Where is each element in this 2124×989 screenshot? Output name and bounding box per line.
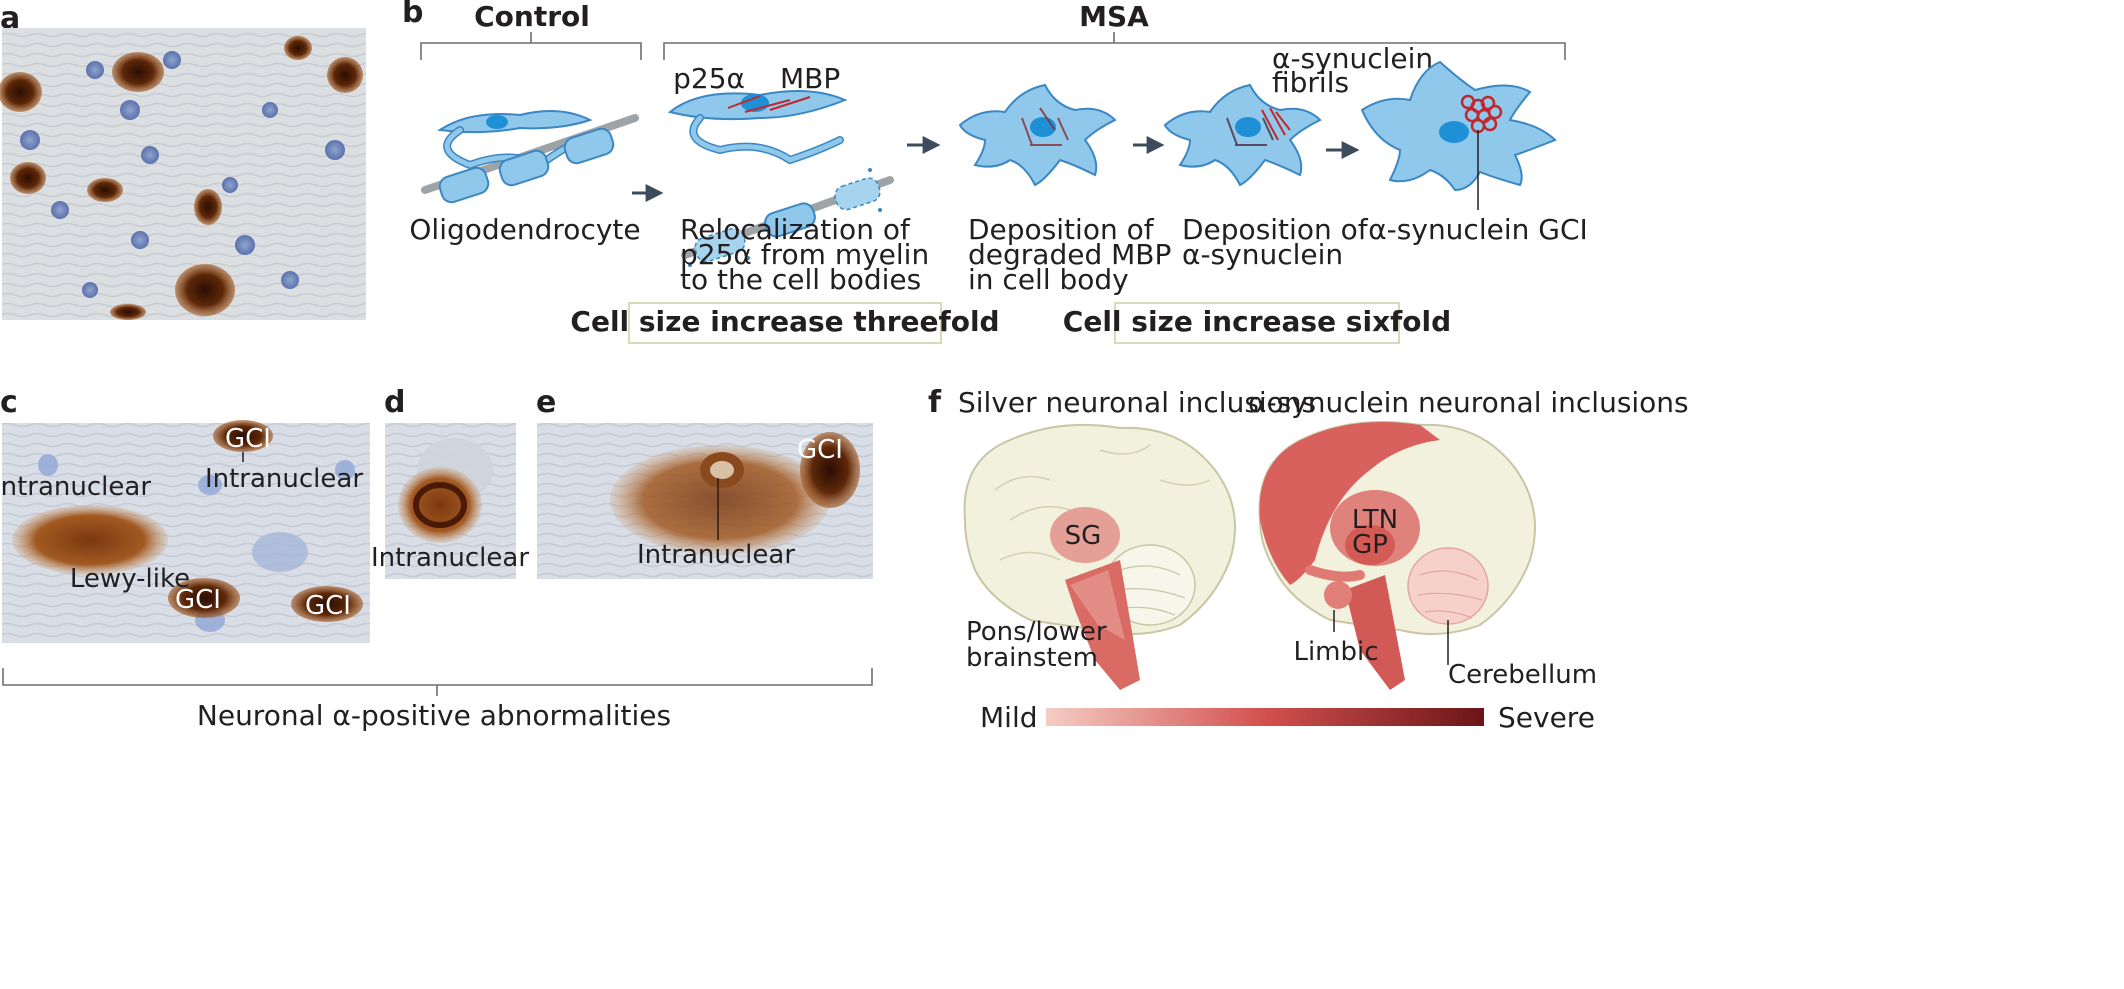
gci-illustration [1360,60,1557,210]
caption-relocalization-3: to the cell bodies [680,263,921,296]
label-c-gci-right: GCI [305,591,351,621]
msa-bracket [663,32,1566,60]
silver-title: Silver neuronal inclusions [958,386,1316,419]
threefold-box: Cell size increase threefold [570,302,1000,344]
panel-c: c GCI Intranuclear Intranuclear Lewy-lik… [0,385,370,643]
panel-e-letter: e [536,385,556,420]
panel-a-letter: a [0,1,20,36]
label-fibrils-1: α-synuclein [1272,42,1433,75]
panel-e-micrograph [537,423,873,579]
brain-silver [963,423,1236,690]
deposition-mbp-illustration [958,83,1117,187]
caption-deposition-syn-1: Deposition of [1182,213,1369,246]
panel-a: a [0,1,366,320]
deposition-syn-illustration [1163,83,1322,187]
legend-mild: Mild [980,701,1038,734]
panel-f: f Silver neuronal inclusions α-synuclein… [928,385,1689,734]
caption-deposition-mbp-1: Deposition of [968,213,1155,246]
label-ltn: LTN [1352,505,1398,535]
msa-heading: MSA [1079,0,1149,33]
relocalization-illustration [667,90,894,267]
panel-b-letter: b [402,0,423,30]
label-c-lewy-like: Lewy-like [70,564,190,594]
oligodendrocyte-illustration [421,110,639,204]
label-gp: GP [1352,530,1388,560]
panel-b: b Control MSA Oligodendrocyte [402,0,1588,344]
label-e-gci: GCI [797,435,843,465]
label-d-intranuclear: Intranuclear [371,543,529,573]
panel-d: d Intranuclear [371,385,529,579]
cde-bracket [2,668,873,696]
caption-deposition-mbp-2: degraded MBP [968,238,1171,271]
caption-deposition-mbp-3: in cell body [968,263,1129,296]
legend-severe: Severe [1498,701,1595,734]
severity-scale-bar [1046,708,1484,726]
label-c-intranuclear-right: Intranuclear [205,464,363,494]
severity-legend: Mild Severe [980,701,1595,734]
control-heading: Control [474,0,590,33]
label-limbic: Limbic [1293,637,1378,667]
label-c-intranuclear-left: Intranuclear [0,472,151,502]
syn-title: α-synuclein neuronal inclusions [1248,386,1689,419]
panel-d-letter: d [384,385,405,420]
sixfold-label: Cell size increase sixfold [1063,305,1451,338]
caption-gci: α-synuclein GCI [1368,213,1588,246]
caption-relocalization-2: p25α from myelin [680,238,929,271]
label-pons-2: brainstem [966,643,1098,673]
label-pons-1: Pons/lower [966,617,1107,647]
caption-deposition-syn-2: α-synuclein [1182,238,1343,271]
cde-bracket-label: Neuronal α-positive abnormalities [197,699,671,732]
label-c-gci-mid: GCI [175,585,221,615]
panel-e: e GCI Intranuclear [536,385,873,579]
label-mbp: MBP [780,62,840,95]
panel-a-micrograph [0,28,366,320]
threefold-label: Cell size increase threefold [570,305,999,338]
panel-d-micrograph [385,423,516,579]
sixfold-box: Cell size increase sixfold [1063,302,1451,344]
label-e-intranuclear: Intranuclear [637,540,795,570]
brain-synuclein [1258,421,1536,690]
panel-f-letter: f [928,385,942,420]
panel-c-micrograph [2,420,370,643]
label-p25a: p25α [673,62,745,95]
panel-c-letter: c [0,385,18,420]
label-c-gci-top: GCI [225,424,271,454]
caption-oligodendrocyte: Oligodendrocyte [409,213,640,246]
caption-relocalization-1: Relocalization of [680,213,911,246]
label-fibrils-2: fibrils [1272,66,1349,99]
control-bracket [420,32,642,60]
label-sg: SG [1065,521,1102,551]
label-cerebellum: Cerebellum [1448,660,1597,690]
